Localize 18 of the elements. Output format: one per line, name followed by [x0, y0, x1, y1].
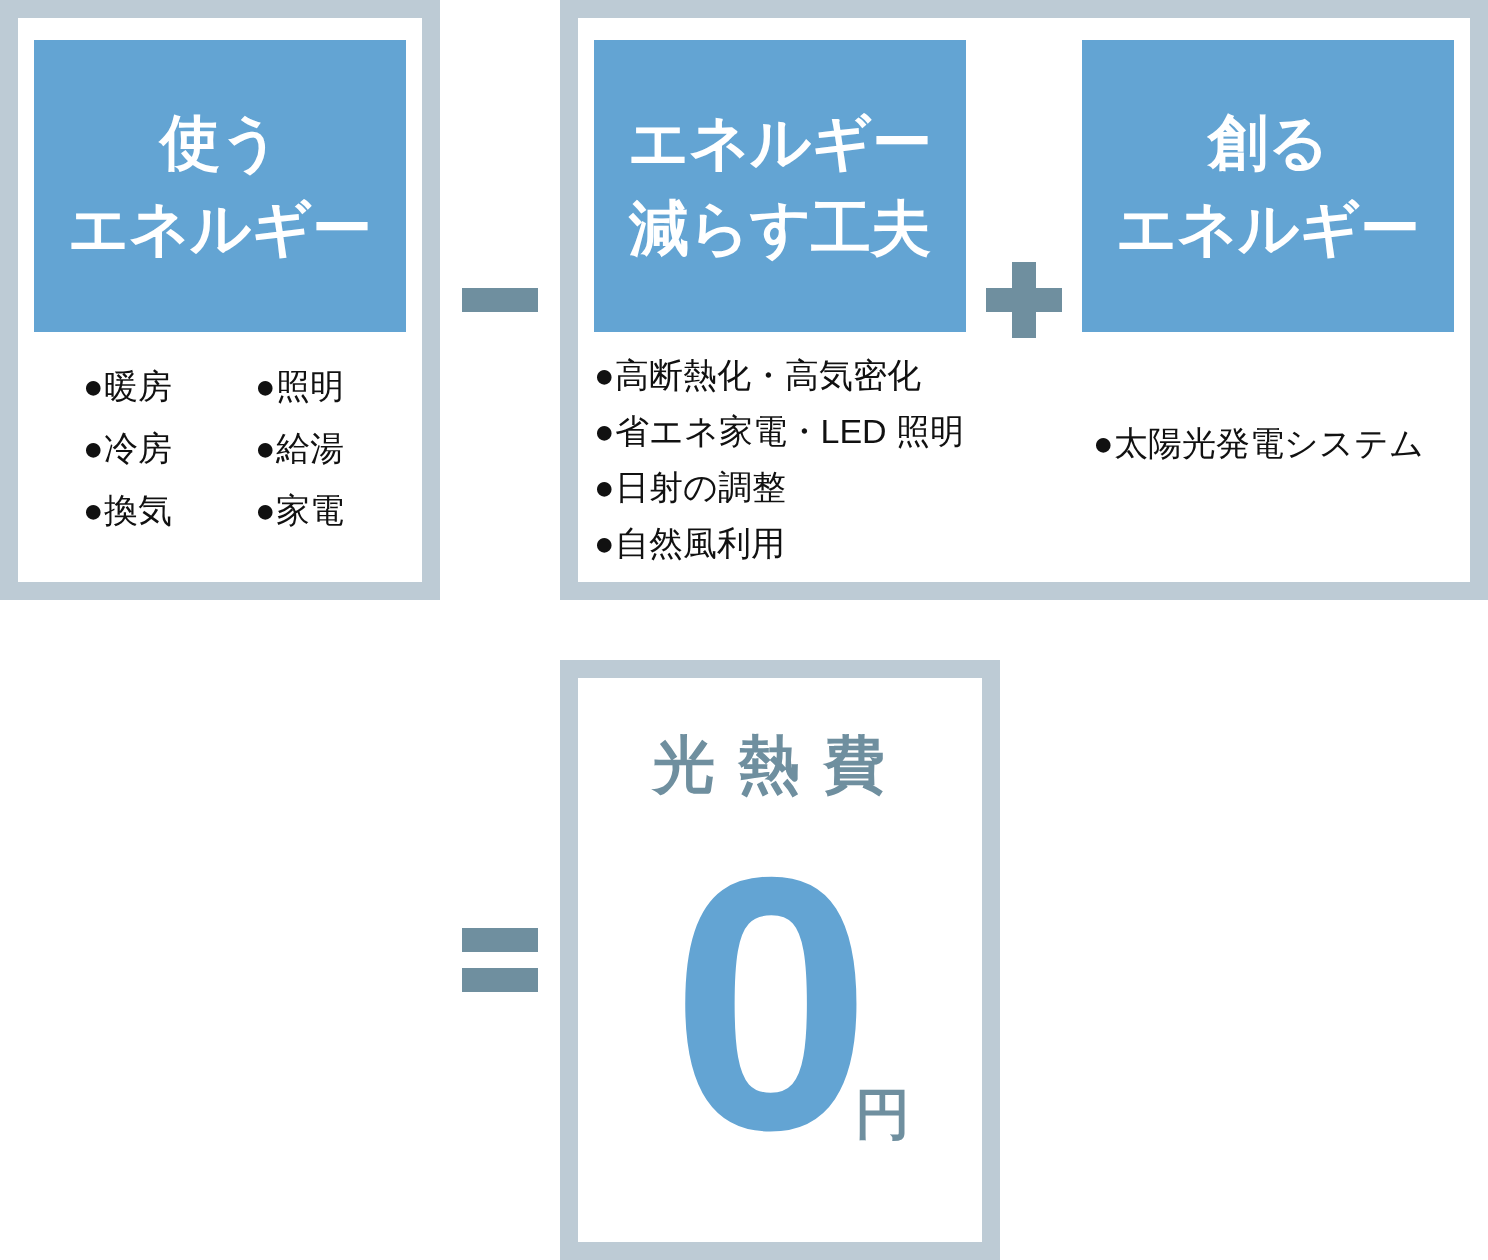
outer-frame — [560, 0, 1488, 600]
bullet-item: ●高断熱化・高気密化 — [594, 355, 921, 395]
bullet-item: ●換気 — [83, 490, 172, 530]
bullet-item: ●自然風利用 — [594, 523, 785, 563]
bullet-item: ●給湯 — [255, 428, 344, 468]
cost-heading: 光熱費 — [653, 732, 885, 798]
bullet-item: ●日射の調整 — [594, 467, 786, 507]
heading-box: 使うエネルギー — [34, 40, 406, 332]
bullet-item: ●太陽光発電システム — [1093, 423, 1424, 463]
bullet-item: ●冷房 — [83, 428, 172, 468]
bullet-item: ●家電 — [255, 490, 344, 530]
heading-box: 創るエネルギー — [1082, 40, 1454, 332]
heading-box: エネルギー減らす工夫 — [594, 40, 966, 332]
outer-frame — [0, 0, 440, 600]
bullet-item: ●暖房 — [83, 366, 172, 406]
bullet-item: ●省エネ家電・LED 照明 — [594, 411, 965, 451]
price-frame — [560, 660, 1000, 1260]
bullet-item: ●照明 — [255, 366, 344, 406]
